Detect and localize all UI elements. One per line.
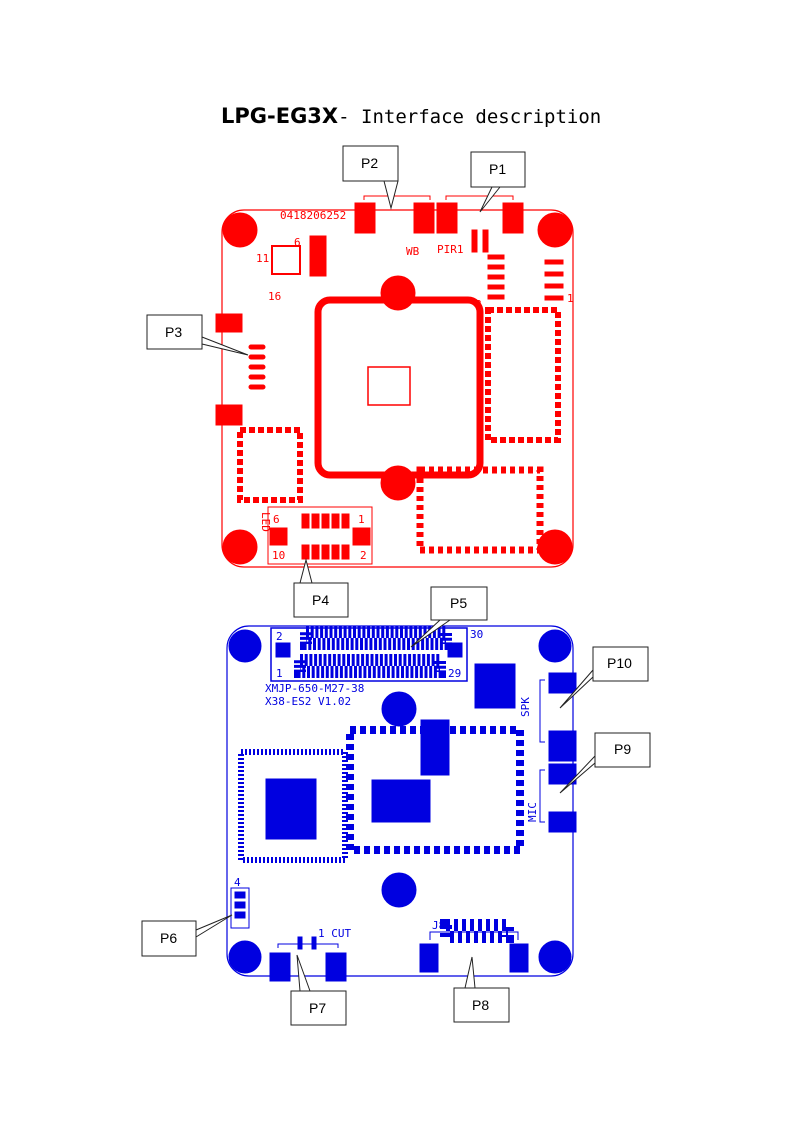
callout-p2: P2 <box>342 145 399 210</box>
svg-text:P2: P2 <box>361 155 378 171</box>
model-name: LPG-EG3X <box>221 104 339 128</box>
pin1: 1 <box>567 292 574 305</box>
svg-text:P4: P4 <box>312 592 329 608</box>
shield-outline <box>314 296 484 479</box>
ic-pin6: 6 <box>294 236 301 249</box>
wb-label: WB <box>406 245 420 258</box>
callout-p9: P9 <box>559 732 651 794</box>
callout-p3: P3 <box>146 314 249 356</box>
svg-text:P3: P3 <box>165 324 182 340</box>
callout-p7: P7 <box>290 954 347 1026</box>
top-board-text: 0418206252 WB PIR1 LED 6 1 10 2 11 16 6 … <box>256 209 574 562</box>
svg-text:P5: P5 <box>450 595 467 611</box>
ic-pin11: 11 <box>256 252 269 265</box>
page-title: LPG-EG3X- Interface description <box>221 104 601 128</box>
p4-pin1: 1 <box>358 513 365 526</box>
p5-pin30: 30 <box>470 628 483 641</box>
p4-pin10: 10 <box>272 549 285 562</box>
callout-p6: P6 <box>141 914 233 957</box>
top-board <box>215 195 574 568</box>
p4-pin2: 2 <box>360 549 367 562</box>
svg-text:P10: P10 <box>607 655 632 671</box>
p5-pin2: 2 <box>276 630 283 643</box>
callout-p1: P1 <box>470 151 526 213</box>
p5-pin1: 1 <box>276 667 283 680</box>
j8-label: J8 <box>432 919 445 932</box>
callout-p4: P4 <box>293 558 349 618</box>
p4-pin6: 6 <box>273 513 280 526</box>
serial-number: 0418206252 <box>280 209 346 222</box>
bottom-board-text: 2 30 1 29 XMJP-650-M27-38 X38-ES2 V1.02 … <box>234 628 539 940</box>
callout-p10: P10 <box>559 646 649 709</box>
title-suffix: - Interface description <box>338 106 602 128</box>
spk-label: SPK <box>519 697 532 717</box>
mounting-holes <box>228 629 572 974</box>
p6-pin4: 4 <box>234 876 241 889</box>
mic-label: MIC <box>526 802 539 822</box>
callout-p5: P5 <box>410 586 488 648</box>
svg-text:P8: P8 <box>472 997 489 1013</box>
led-label: LED <box>259 512 272 532</box>
cut-label: 1 CUT <box>318 927 351 940</box>
svg-text:P9: P9 <box>614 741 631 757</box>
pir-label: PIR1 <box>437 243 464 256</box>
svg-text:P7: P7 <box>309 1000 326 1016</box>
bottom-board <box>226 625 577 982</box>
pin8: 8 <box>475 298 482 311</box>
callout-p8: P8 <box>453 956 510 1023</box>
svg-text:P1: P1 <box>489 161 506 177</box>
p5-pin29: 29 <box>448 667 461 680</box>
ic-pin16: 16 <box>268 290 281 303</box>
soc-chip <box>367 366 411 406</box>
mounting-holes <box>222 212 573 565</box>
board-version: X38-ES2 V1.02 <box>265 695 351 708</box>
svg-text:P6: P6 <box>160 930 177 946</box>
part-number: XMJP-650-M27-38 <box>265 682 364 695</box>
